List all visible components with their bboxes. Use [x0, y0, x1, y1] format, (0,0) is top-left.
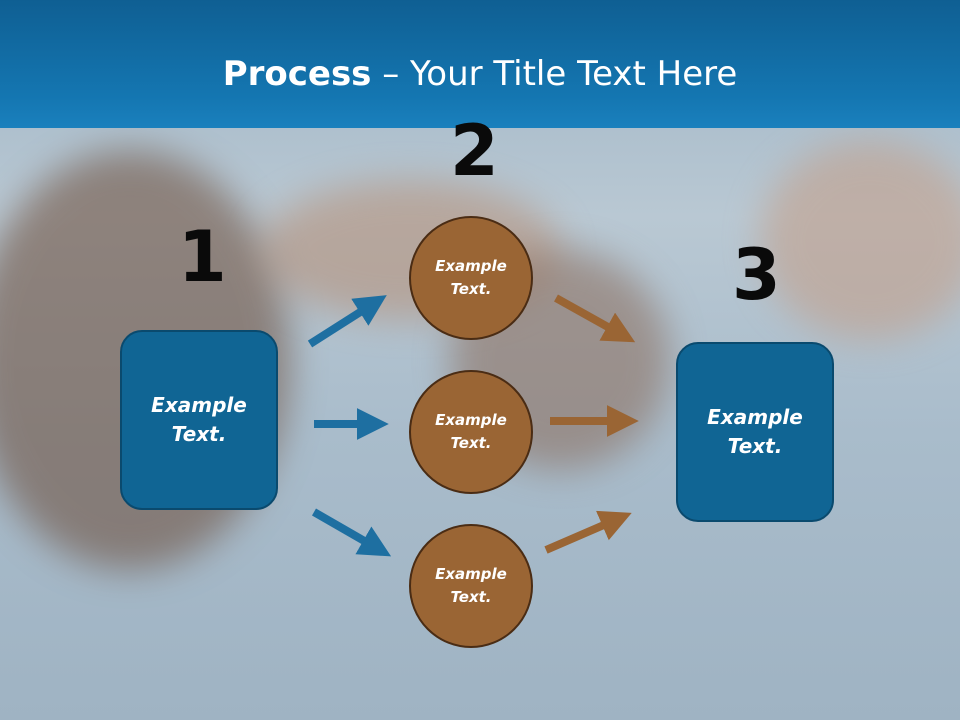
title-bold: Process	[222, 54, 372, 94]
hand-shape	[760, 140, 960, 340]
step-3-text: Example Text.	[707, 405, 803, 458]
step-2-circle-top: Example Text.	[409, 216, 533, 340]
step-1-text: Example Text.	[151, 393, 247, 446]
step-number-3: 3	[732, 234, 781, 316]
title-rest: – Your Title Text Here	[371, 54, 738, 94]
circle-middle-text: Example Text.	[435, 411, 507, 452]
header-bar	[0, 0, 960, 128]
step-number-1: 1	[178, 216, 227, 298]
arrow-brown-down	[554, 294, 636, 343]
arrow-blue-down	[312, 508, 392, 557]
circle-bottom-text: Example Text.	[435, 565, 507, 606]
step-3-box: Example Text.	[676, 342, 834, 522]
step-2-circle-bottom: Example Text.	[409, 524, 533, 648]
circle-top-text: Example Text.	[435, 257, 507, 298]
arrow-blue-up	[307, 295, 387, 348]
slide-title: Process – Your Title Text Here	[0, 52, 960, 96]
arrow-brown-up	[544, 510, 632, 554]
step-1-box: Example Text.	[120, 330, 278, 510]
step-2-circle-middle: Example Text.	[409, 370, 533, 494]
step-number-2: 2	[450, 110, 499, 192]
